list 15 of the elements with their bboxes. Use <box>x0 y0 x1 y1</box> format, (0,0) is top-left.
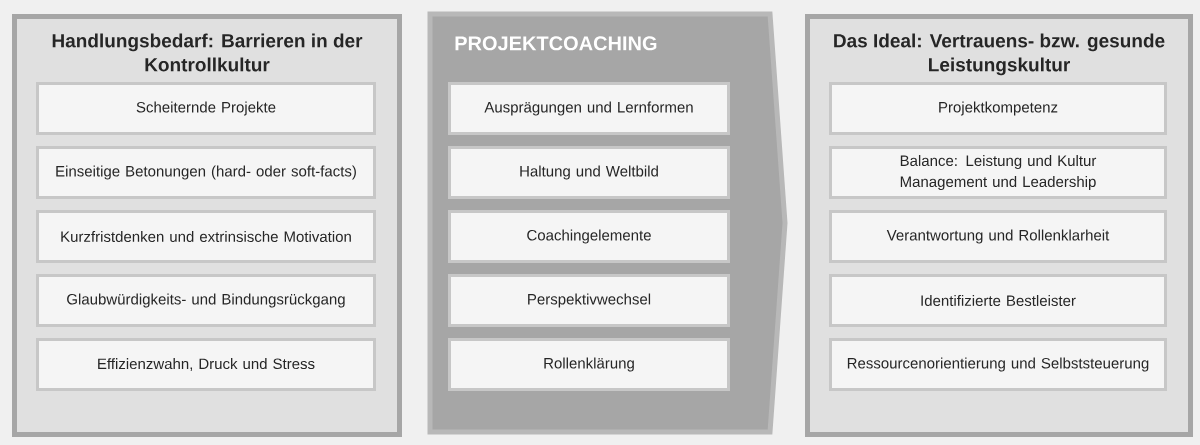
item-box: Glaubwürdigkeits- und Bindungsrückgang <box>36 274 376 327</box>
item-box: Perspektivwechsel <box>448 274 730 327</box>
item-box: Scheiternde Projekte <box>36 82 376 135</box>
item-box: Kurzfristdenken und extrinsische Motivation <box>36 210 376 263</box>
item-box: Ressourcenorientierung und Selbststeuerung <box>829 338 1167 391</box>
item-box: Ausprägungen und Lernformen <box>448 82 730 135</box>
item-box: Coachingelemente <box>448 210 730 263</box>
item-box: Einseitige Betonungen (hard- oder soft-facts) <box>36 146 376 199</box>
item-box: Effizienzwahn, Druck und Stress <box>36 338 376 391</box>
item-box: Verantwortung und Rollenklarheit <box>829 210 1167 263</box>
item-box: Haltung und Weltbild <box>448 146 730 199</box>
item-box: Identifizierte Bestleister <box>829 274 1167 327</box>
item-box: Balance: Leistung und Kultur Management und Leadership <box>829 146 1167 199</box>
item-box: Rollenklärung <box>448 338 730 391</box>
item-box: Projektkompetenz <box>829 82 1167 135</box>
